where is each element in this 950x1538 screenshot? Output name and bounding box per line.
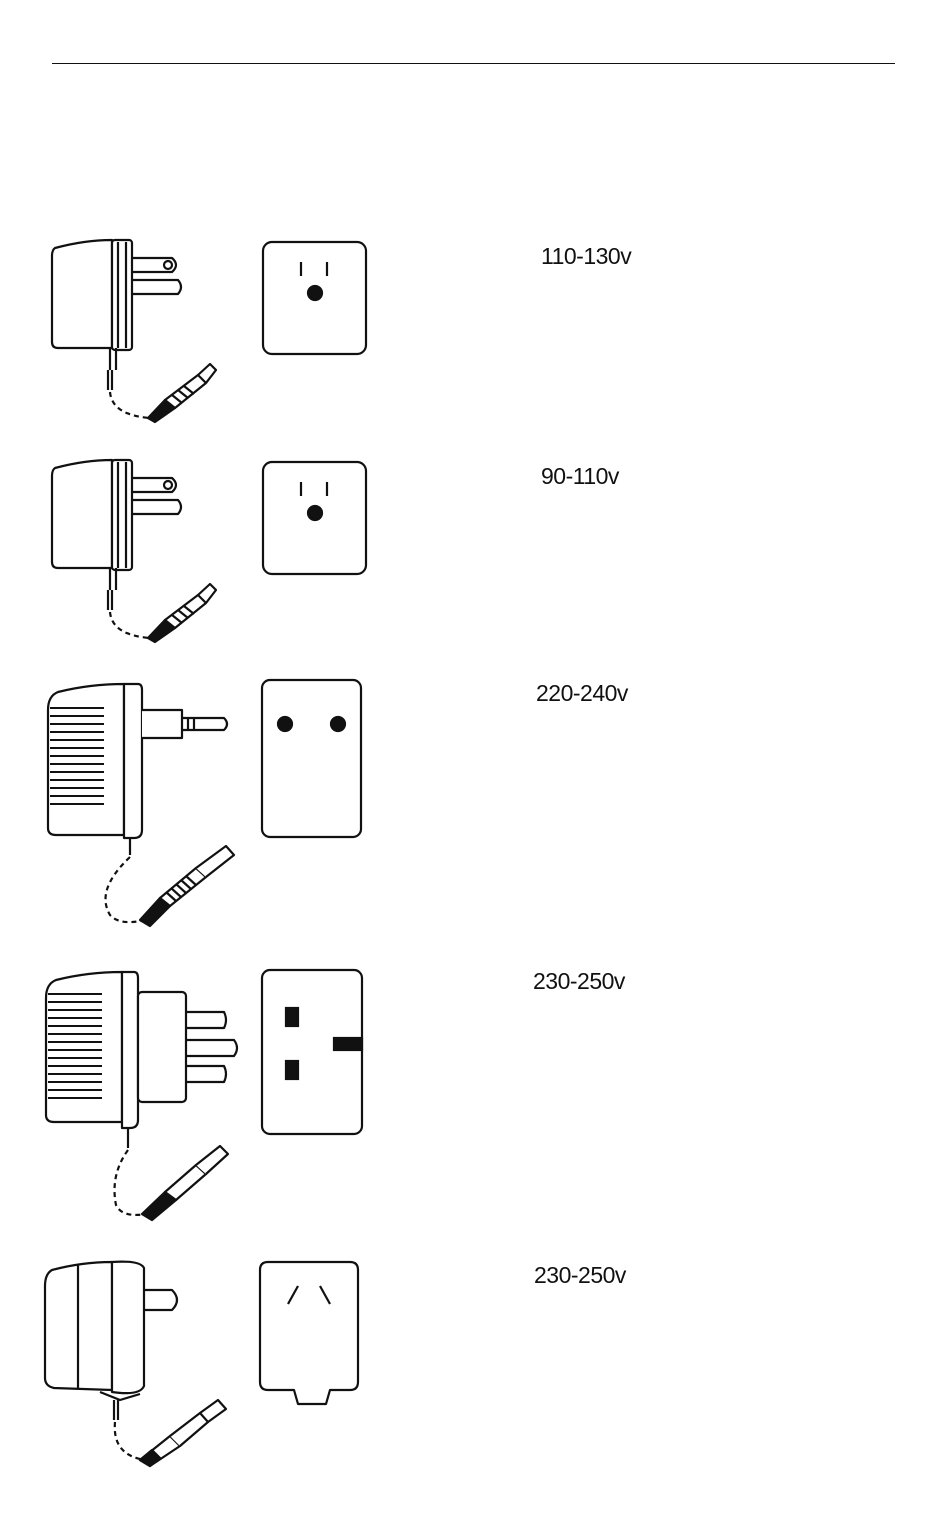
- us-outlet-icon: [0, 450, 420, 650]
- top-rule: [52, 63, 895, 64]
- voltage-label: 90-110v: [541, 463, 619, 490]
- us-outlet-icon: [0, 230, 420, 430]
- adapter-row: 90-110v: [0, 450, 950, 650]
- au-outlet-icon: [0, 1250, 420, 1480]
- voltage-label: 220-240v: [536, 680, 628, 707]
- adapter-row: 110-130v: [0, 230, 950, 430]
- eu-outlet-icon: [0, 670, 420, 940]
- voltage-label: 230-250v: [533, 968, 625, 995]
- adapter-row: 230-250v: [0, 1250, 950, 1480]
- adapter-row: 220-240v: [0, 670, 950, 940]
- voltage-label: 230-250v: [534, 1262, 626, 1289]
- uk-outlet-icon: [0, 960, 420, 1230]
- adapter-row: 230-250v: [0, 960, 950, 1230]
- voltage-label: 110-130v: [541, 243, 631, 270]
